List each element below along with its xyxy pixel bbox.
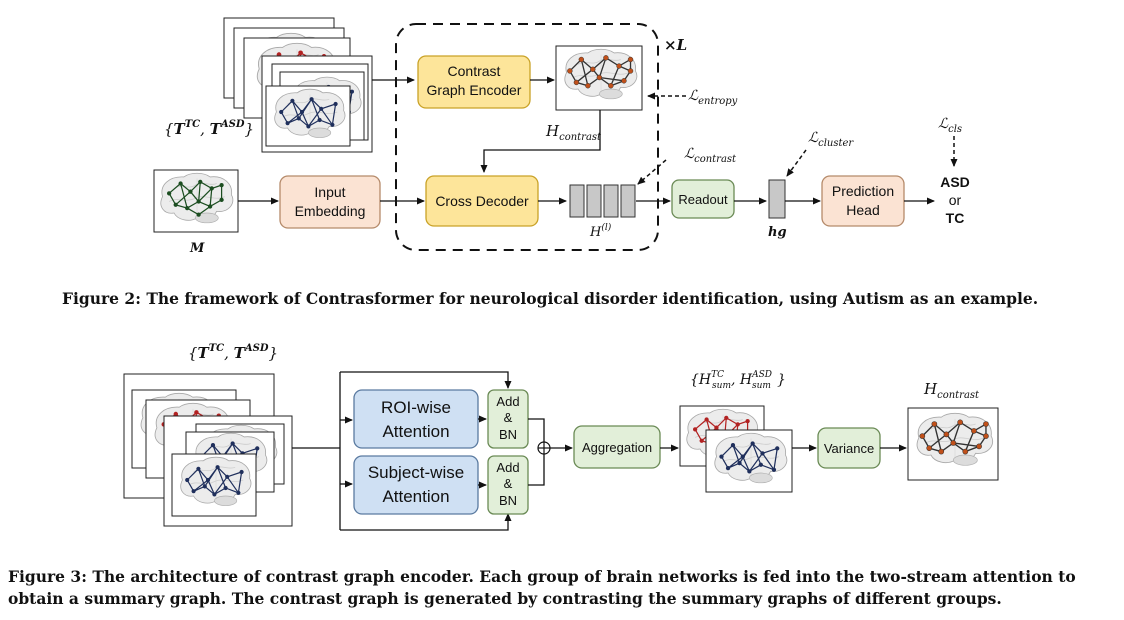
hg-box (768, 179, 786, 219)
contrast-graph-encoder-box (417, 55, 531, 109)
cluster-loss-arrow (786, 149, 807, 177)
residual-top (340, 371, 512, 389)
subject-attention-line2: Attention (382, 487, 449, 506)
prediction-head-line1: Prediction (832, 183, 894, 199)
aggregation-label: Aggregation (582, 440, 652, 455)
t-tc-sup: TC (185, 119, 200, 130)
readout-box (671, 179, 735, 219)
addbn-top-add: Add (496, 394, 519, 409)
addbn-bottom-amp: & (504, 476, 513, 491)
l-contrast-label: ℒcontrast (684, 146, 737, 165)
t-asd-sup: ASD (220, 119, 245, 130)
h-l-label: H(l) (589, 222, 612, 240)
group-set-label: {TTC, TASD} (164, 119, 254, 138)
input-embedding-line2: Embedding (295, 203, 366, 219)
variance-label: Variance (824, 441, 874, 456)
addbn-bottom-add: Add (496, 460, 519, 475)
t-tc: T (174, 120, 187, 138)
figure-3-caption: Figure 3: The architecture of contrast g… (8, 567, 1076, 608)
merge-bottom (528, 454, 545, 486)
group-graphs-stack (223, 17, 373, 153)
m-label: M (189, 241, 205, 256)
contrast-encoder-line1: Contrast (448, 63, 501, 79)
subject-attention-line1: Subject-wise (368, 463, 464, 482)
output-tc: TC (946, 210, 965, 226)
residual-bottom (340, 513, 512, 531)
roi-attention-line2: Attention (382, 422, 449, 441)
h-contrast-label: Hcontrast (545, 122, 602, 143)
fig3-h-contrast-label: Hcontrast (923, 380, 980, 401)
input-embedding-box (279, 175, 381, 229)
aggregation-box (573, 425, 661, 469)
figure-3: {TTC, TASD} ROI-wise Attention (123, 343, 999, 531)
asd-graph-cards (261, 55, 373, 153)
contrast-encoder-line2: Graph Encoder (427, 82, 522, 98)
hidden-tokens (569, 184, 636, 218)
l-cluster-label: ℒcluster (808, 130, 854, 149)
addbn-top-bn: BN (499, 427, 517, 442)
fig3-graphs-stack (123, 373, 293, 527)
input-embedding-line1: Input (314, 184, 345, 200)
figure-2: {TTC, TASD} ×L Contrast Graph Encoder ℒe… (153, 17, 970, 256)
fig3-group-set-label: {TTC, TASD} (188, 343, 278, 362)
t-asd: T (210, 120, 223, 138)
l-entropy-label: ℒentropy (688, 88, 738, 107)
addbn-top-amp: & (504, 410, 513, 425)
repeat-label: ×L (664, 36, 687, 54)
oplus-icon (537, 441, 551, 455)
repeat-block (395, 23, 659, 251)
hg-label: hg (768, 225, 787, 240)
readout-label: Readout (678, 192, 728, 207)
output-or: or (949, 192, 962, 208)
l-cls-label: ℒcls (938, 116, 962, 135)
output-asd: ASD (940, 174, 970, 190)
addbn-bottom-bn: BN (499, 493, 517, 508)
arrow-contrast-to-decoder (480, 110, 601, 173)
contrast-loss-arrow (637, 159, 667, 185)
cross-decoder-label: Cross Decoder (435, 193, 529, 209)
merge-top (528, 418, 545, 442)
figure-2-caption: Figure 2: The framework of Contrasformer… (62, 289, 1039, 308)
prediction-head-line2: Head (846, 202, 879, 218)
roi-attention-line1: ROI-wise (381, 398, 451, 417)
